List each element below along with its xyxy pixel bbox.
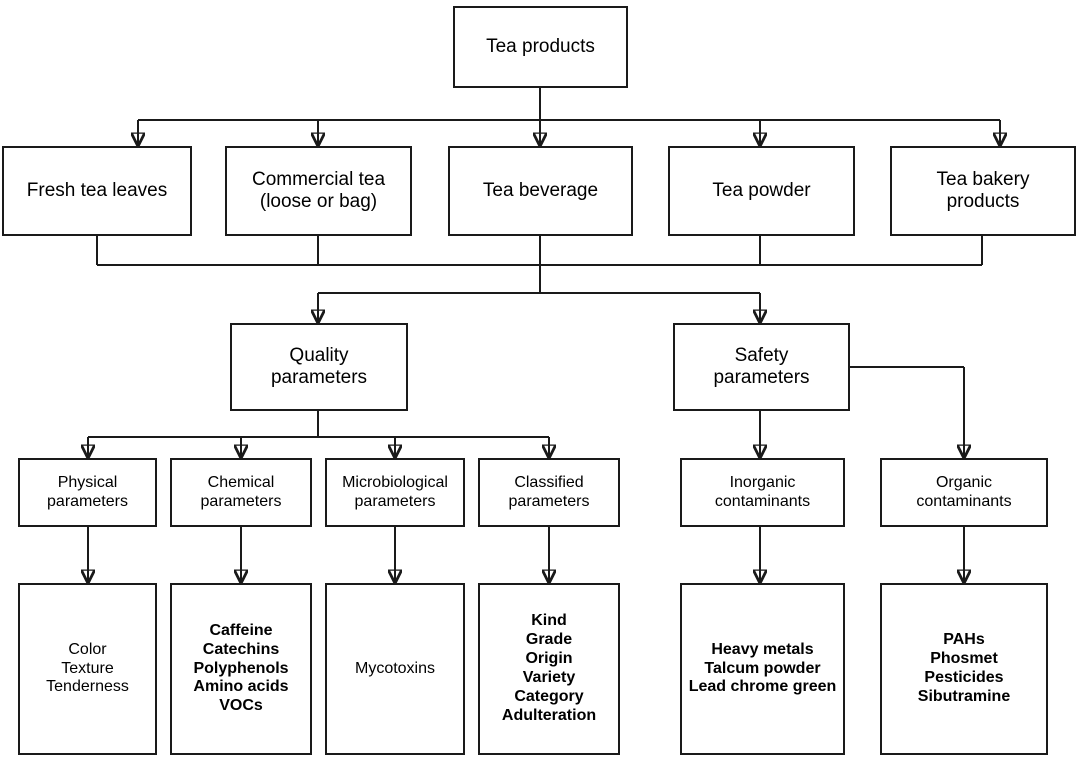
leaf-label: PAHs Phosmet Pesticides Sibutramine — [917, 631, 1011, 705]
node-label: Inorganic contaminants — [714, 473, 811, 510]
node-chemical-parameters[interactable]: Chemical parameters — [170, 458, 312, 527]
leaf-label: Heavy metals Talcum powder Lead chrome g… — [688, 640, 837, 696]
node-physical-parameters[interactable]: Physical parameters — [18, 458, 157, 527]
node-label: Tea products — [486, 35, 595, 57]
node-label: Tea powder — [712, 179, 811, 201]
node-tea-beverage[interactable]: Tea beverage — [448, 146, 633, 236]
node-label: Commercial tea (loose or bag) — [251, 168, 386, 212]
node-classified-parameters[interactable]: Classified parameters — [478, 458, 620, 527]
node-label: Physical parameters — [47, 473, 128, 510]
node-organic-contaminants[interactable]: Organic contaminants — [880, 458, 1048, 527]
node-label: Microbiological parameters — [342, 473, 448, 510]
leaf-inorganic-contaminants[interactable]: Heavy metals Talcum powder Lead chrome g… — [680, 583, 845, 755]
node-commercial-tea[interactable]: Commercial tea (loose or bag) — [225, 146, 412, 236]
node-tea-powder[interactable]: Tea powder — [668, 146, 855, 236]
node-fresh-tea-leaves[interactable]: Fresh tea leaves — [2, 146, 192, 236]
node-tea-bakery-products[interactable]: Tea bakery products — [890, 146, 1076, 236]
leaf-label: Mycotoxins — [354, 659, 436, 677]
node-label: Classified parameters — [508, 473, 590, 510]
leaf-organic-contaminants[interactable]: PAHs Phosmet Pesticides Sibutramine — [880, 583, 1048, 755]
node-label: Safety parameters — [713, 344, 810, 388]
node-inorganic-contaminants[interactable]: Inorganic contaminants — [680, 458, 845, 527]
node-safety-parameters[interactable]: Safety parameters — [673, 323, 850, 411]
node-quality-parameters[interactable]: Quality parameters — [230, 323, 408, 411]
leaf-chemical-parameters[interactable]: Caffeine Catechins Polyphenols Amino aci… — [170, 583, 312, 755]
leaf-label: Kind Grade Origin Variety Category Adult… — [501, 612, 597, 724]
node-tea-products[interactable]: Tea products — [453, 6, 628, 88]
node-label: Organic contaminants — [916, 473, 1012, 510]
leaf-classified-parameters[interactable]: Kind Grade Origin Variety Category Adult… — [478, 583, 620, 755]
node-label: Chemical parameters — [200, 473, 282, 510]
node-label: Fresh tea leaves — [26, 179, 168, 201]
leaf-label: Caffeine Catechins Polyphenols Amino aci… — [193, 621, 289, 715]
node-microbiological-parameters[interactable]: Microbiological parameters — [325, 458, 465, 527]
leaf-microbiological-parameters[interactable]: Mycotoxins — [325, 583, 465, 755]
node-label: Tea bakery products — [936, 168, 1030, 212]
leaf-physical-parameters[interactable]: Color Texture Tenderness — [18, 583, 157, 755]
leaf-label: Color Texture Tenderness — [46, 640, 129, 696]
node-label: Quality parameters — [270, 344, 368, 388]
node-label: Tea beverage — [482, 179, 599, 201]
